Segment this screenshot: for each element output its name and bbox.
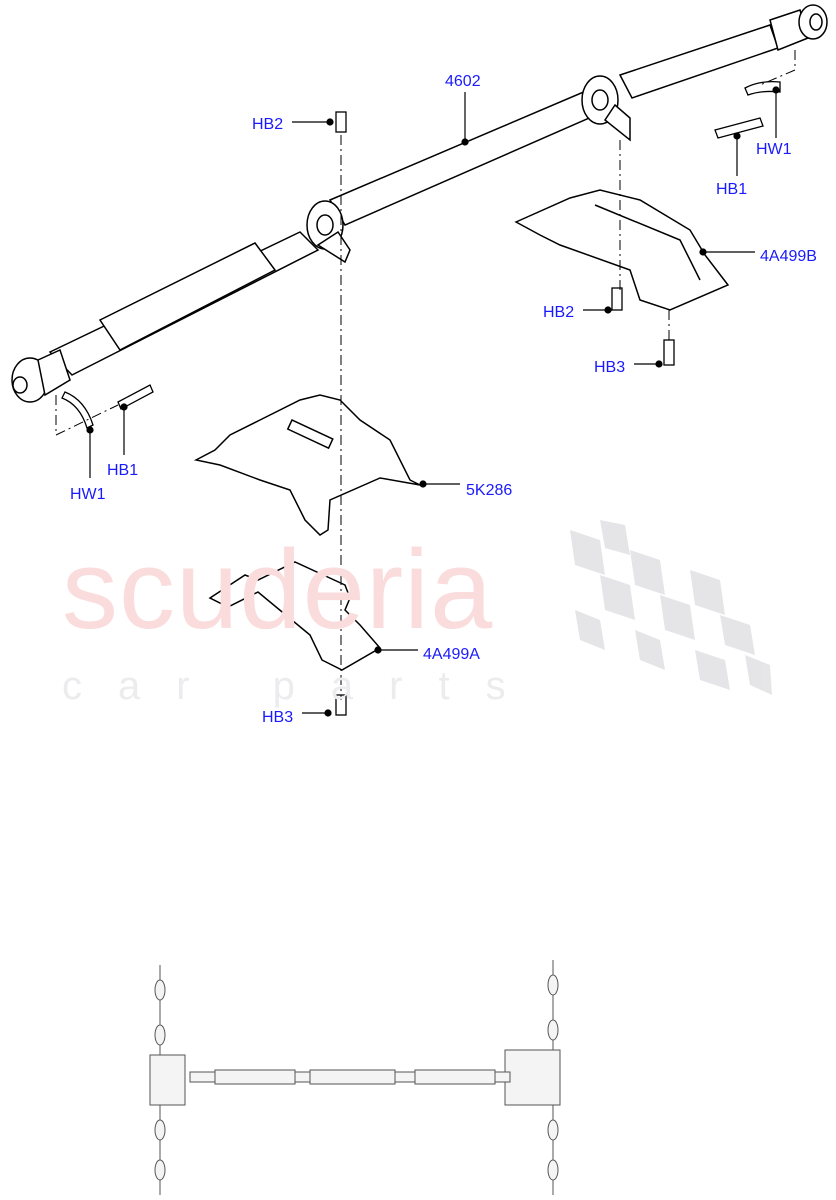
callout-hb2[interactable]: HB2 [252, 116, 284, 133]
crossmember-4A499A [208, 561, 382, 671]
callout-4a499b[interactable]: 4A499B [760, 248, 817, 265]
bolts [61, 80, 781, 716]
callout-hb1[interactable]: HB1 [107, 462, 139, 479]
callout-hb2[interactable]: HB2 [543, 304, 575, 321]
callout-5k286[interactable]: 5K286 [466, 482, 513, 499]
watermark-logo: scuderia [62, 527, 494, 652]
checkered-flag-watermark [570, 520, 772, 695]
drive-shaft-4602 [11, 4, 828, 403]
watermark-subtitle: car parts [62, 664, 542, 708]
callout-4a499a[interactable]: 4A499A [423, 646, 480, 663]
callout-hw1[interactable]: HW1 [756, 141, 792, 158]
assembly-lines [55, 50, 796, 700]
callout-hb3[interactable]: HB3 [262, 709, 294, 726]
crossmember-4A499B [514, 189, 730, 311]
callout-hb3[interactable]: HB3 [594, 359, 626, 376]
callout-4602[interactable]: 4602 [445, 73, 481, 90]
heat-shield-5K286 [193, 394, 421, 536]
leader-lines [86, 86, 780, 717]
callout-hw1[interactable]: HW1 [70, 486, 106, 503]
driveline-overview [149, 960, 561, 1195]
callout-hb1[interactable]: HB1 [716, 181, 748, 198]
